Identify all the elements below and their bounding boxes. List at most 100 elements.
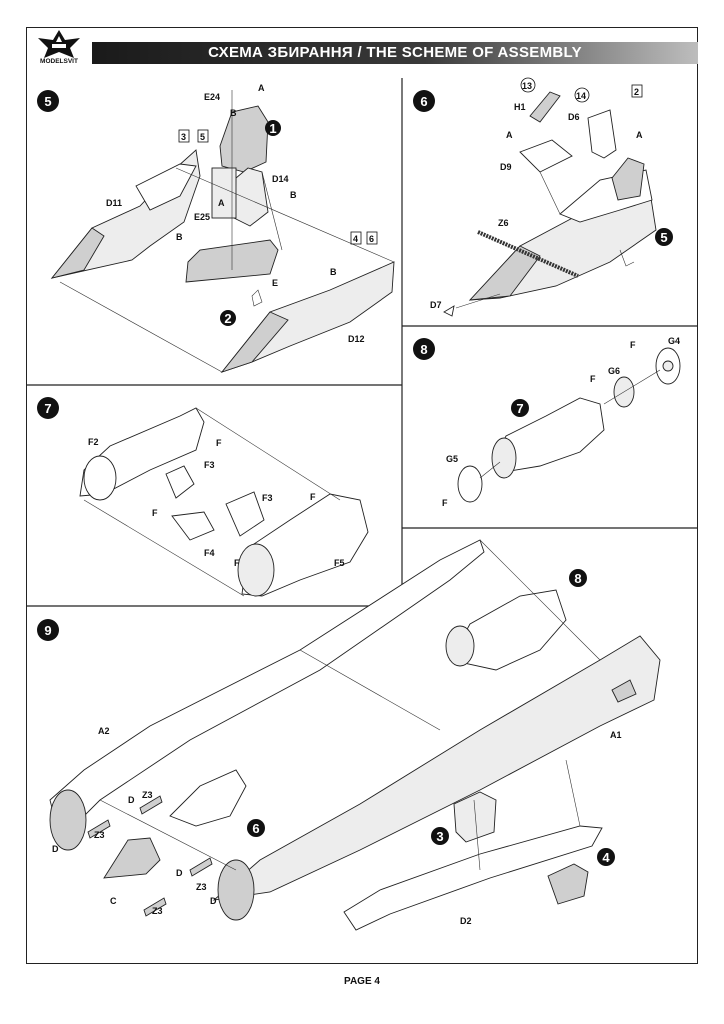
page-number: PAGE 4 xyxy=(344,976,380,987)
glue-f-8b: F xyxy=(590,374,596,384)
step-7-badge xyxy=(37,397,59,419)
label-f3-b: F3 xyxy=(262,493,273,503)
step-5-badge xyxy=(37,90,59,112)
ref-14: 14 xyxy=(576,91,586,101)
step-5-panel: 5 E24 D11 E25 D14 D12 A B B B A E B xyxy=(37,83,395,373)
part-z3-d xyxy=(143,897,167,917)
substep-6: 6 xyxy=(252,821,259,836)
glue-b-2: B xyxy=(176,232,183,242)
label-z6: Z6 xyxy=(498,218,509,228)
label-d6: D6 xyxy=(568,112,580,122)
header: СХЕМА ЗБИРАННЯ / THE SCHEME OF ASSEMBLY … xyxy=(26,30,698,68)
g4-hub xyxy=(662,360,674,372)
glue-d-9a: D xyxy=(128,795,135,805)
ref-5: 5 xyxy=(200,132,205,142)
seat-rail xyxy=(211,167,237,219)
label-z3-b: Z3 xyxy=(94,830,105,840)
step-9-number: 9 xyxy=(44,623,51,638)
glue-d-9c: D xyxy=(176,868,183,878)
part-z6 xyxy=(477,230,579,278)
step-6-panel: 6 H1 D6 D9 Z6 D7 A A 13 14 2 5 xyxy=(413,77,673,317)
substep-2: 2 xyxy=(224,311,231,326)
engine-body xyxy=(495,397,605,473)
ref-box-2 xyxy=(631,84,643,98)
step-7-panel: 7 F2 F3 F3 F4 F5 F F F F xyxy=(37,397,369,597)
f5-front xyxy=(237,543,275,597)
fuselage-detail xyxy=(611,679,637,703)
part-z3-a xyxy=(87,819,111,839)
part-g5 xyxy=(457,465,483,503)
label-g4: G4 xyxy=(668,336,680,346)
part-f3-small xyxy=(165,465,195,499)
assembly-4-part xyxy=(547,863,589,905)
step-9-panel: 9 A2 A1 Z3 Z3 Z3 Z3 D2 xyxy=(37,539,661,931)
glue-a-2: A xyxy=(218,198,225,208)
engine-front xyxy=(491,437,517,479)
label-f5: F5 xyxy=(334,558,345,568)
part-d9 xyxy=(519,139,573,173)
label-z3-d: Z3 xyxy=(152,906,163,916)
cockpit-panel xyxy=(135,163,197,211)
label-d9: D9 xyxy=(500,162,512,172)
label-f3-a: F3 xyxy=(204,460,215,470)
glue-b-3: B xyxy=(290,190,297,200)
ref-3: 3 xyxy=(181,132,186,142)
substep-8: 8 xyxy=(574,571,581,586)
glue-a-6b: A xyxy=(636,130,643,140)
part-z3-b xyxy=(139,795,163,815)
glue-e: E xyxy=(272,278,278,288)
f2-front xyxy=(83,455,117,501)
label-f2: F2 xyxy=(88,437,99,447)
step-6-number: 6 xyxy=(420,94,427,109)
part-d2 xyxy=(343,825,603,931)
intake-a1 xyxy=(217,859,255,921)
label-d12: D12 xyxy=(348,334,365,344)
substep-4-badge xyxy=(597,848,615,866)
label-a2: A2 xyxy=(98,726,110,736)
ref-box-6 xyxy=(366,231,378,245)
substep-4: 4 xyxy=(602,850,610,865)
step-6-badge xyxy=(413,90,435,112)
glue-b-1: B xyxy=(230,108,237,118)
glue-a-6a: A xyxy=(506,130,513,140)
label-z3-a: Z3 xyxy=(142,790,153,800)
substep-7: 7 xyxy=(516,401,523,416)
ejection-seat xyxy=(219,105,269,173)
glue-f-7c: F xyxy=(310,492,316,502)
part-d7 xyxy=(443,305,455,317)
seat-installed xyxy=(611,157,645,201)
glue-a-1: A xyxy=(258,83,265,93)
nose-cone xyxy=(103,837,161,879)
label-d14: D14 xyxy=(272,174,289,184)
ref-13: 13 xyxy=(522,81,532,91)
part-f4 xyxy=(171,511,215,541)
glue-f-8c: F xyxy=(442,498,448,508)
engine-assembly xyxy=(449,589,567,671)
page-frame xyxy=(26,27,698,964)
glue-f-8a: F xyxy=(630,340,636,350)
ref-4: 4 xyxy=(353,234,358,244)
step-8-panel: 8 G4 G6 G5 F F F 7 xyxy=(413,336,681,508)
ref-box-4 xyxy=(350,231,362,245)
ref-box-3 xyxy=(178,129,190,143)
substep-1-badge xyxy=(265,120,281,136)
ref-2: 2 xyxy=(634,87,639,97)
glue-f-7a: F xyxy=(216,438,222,448)
ref-box-5 xyxy=(197,129,209,143)
glue-d-9d: D xyxy=(210,896,217,906)
cockpit-section xyxy=(169,769,247,827)
substep-1: 1 xyxy=(269,121,276,136)
part-h1 xyxy=(529,91,561,123)
substep-5: 5 xyxy=(660,230,667,245)
label-z3-c: Z3 xyxy=(196,882,207,892)
ref-6: 6 xyxy=(369,234,374,244)
label-d7: D7 xyxy=(430,300,442,310)
substep-5-badge xyxy=(655,228,673,246)
label-d11: D11 xyxy=(106,198,122,208)
label-d2: D2 xyxy=(460,916,472,926)
substep-3: 3 xyxy=(436,829,443,844)
glue-f-7b: F xyxy=(152,508,158,518)
glue-b-4: B xyxy=(330,267,337,277)
part-d6 xyxy=(587,109,617,159)
glue-f-7d: F xyxy=(234,558,240,568)
